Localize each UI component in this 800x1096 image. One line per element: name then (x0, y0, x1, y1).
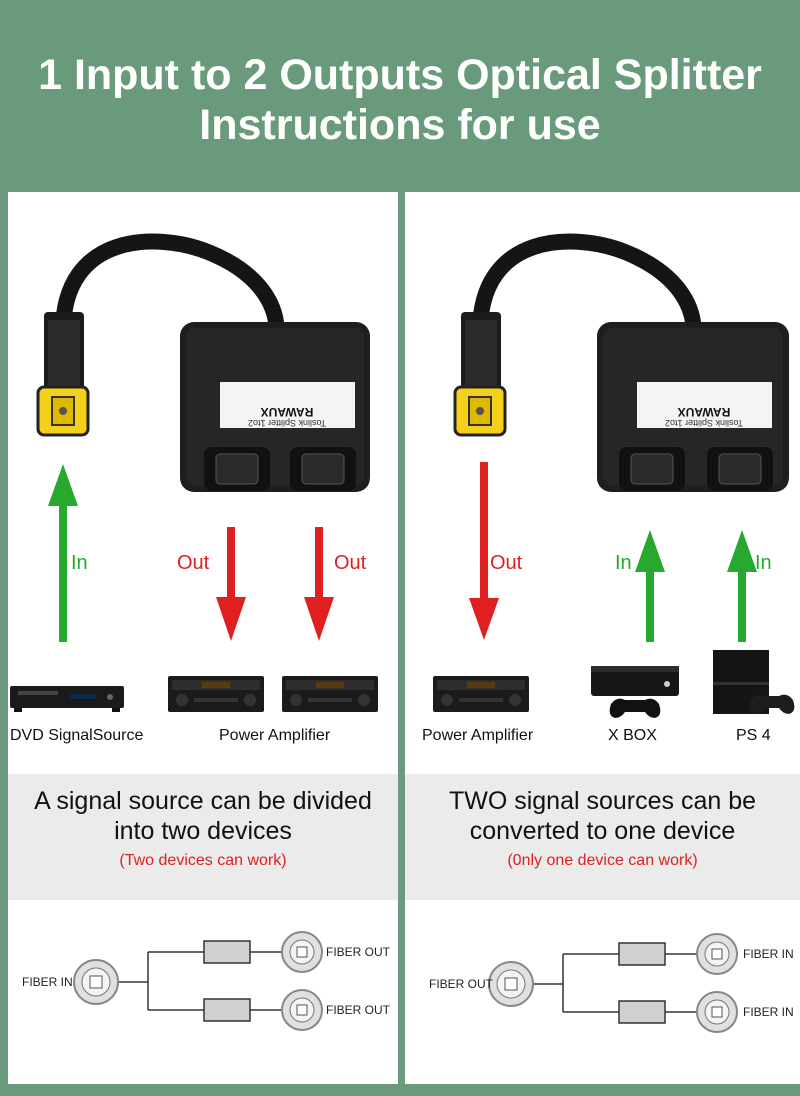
device-label-amplifier: Power Amplifier (422, 727, 534, 744)
description-band: A signal source can be divided into two … (8, 774, 398, 900)
description-line-2: into two devices (114, 817, 292, 845)
page-title: 1 Input to 2 Outputs Optical Splitter In… (0, 50, 800, 150)
arrow-label-out-1: Out (177, 552, 210, 574)
description-band: TWO signal sources can be converted to o… (405, 774, 800, 900)
bottom-strip (0, 1084, 800, 1096)
wiring-diagram (73, 931, 323, 1031)
diagram-label-main: FIBER IN (22, 975, 73, 989)
header-banner: 1 Input to 2 Outputs Optical Splitter In… (0, 0, 800, 188)
product-model-text: Toslink Splitter 1to2 (248, 418, 326, 428)
arrow-label-out-2: Out (334, 552, 367, 574)
diagram-label-main: FIBER OUT (429, 977, 494, 991)
description-note: (Two devices can work) (119, 852, 287, 869)
fiber-port-icon (696, 933, 738, 975)
product-model-text: Toslink Splitter 1to2 (665, 418, 743, 428)
description-note: (0nly one device can work) (507, 852, 698, 869)
description-line-1: A signal source can be divided (34, 787, 372, 815)
arrow-label-out: Out (490, 552, 523, 574)
arrow-in-icon (635, 530, 665, 642)
panel-combiner-mode: Toslink Splitter 1to2 RAWAUX Out In In (405, 192, 800, 1084)
arrow-in-icon (48, 464, 78, 642)
description-line-1: TWO signal sources can be (448, 787, 757, 815)
ps4-console-icon (713, 650, 795, 714)
xbox-console-icon (591, 666, 679, 718)
title-line-1: 1 Input to 2 Outputs Optical Splitter (38, 51, 762, 99)
arrow-label-in-1: In (615, 552, 632, 574)
device-label-amplifier: Power Amplifier (219, 727, 331, 744)
amplifier-icon (282, 676, 378, 712)
arrow-out-icon (216, 527, 246, 641)
arrow-out-icon (469, 462, 499, 640)
arrow-out-icon (304, 527, 334, 641)
diagram-label-bottom: FIBER IN (743, 1005, 794, 1019)
amplifier-icon (433, 676, 529, 712)
dvd-player-icon (10, 686, 124, 712)
wiring-diagram (488, 933, 738, 1033)
device-label-ps4: PS 4 (736, 727, 771, 744)
splitter-product-image: Toslink Splitter 1to2 RAWAUX (453, 233, 789, 492)
diagram-label-top: FIBER OUT (326, 945, 391, 959)
product-brand-text: RAWAUX (261, 405, 314, 419)
device-label-dvd: DVD SignalSource (10, 727, 144, 744)
device-label-xbox: X BOX (608, 727, 657, 744)
title-line-2: Instructions for use (199, 101, 601, 149)
diagram-label-top: FIBER IN (743, 947, 794, 961)
panel-splitter-mode: Toslink Splitter 1to2 RAWAUX In Out Out (8, 192, 398, 1084)
diagram-label-bottom: FIBER OUT (326, 1003, 391, 1017)
amplifier-icon (168, 676, 264, 712)
product-brand-text: RAWAUX (678, 405, 731, 419)
splitter-product-image: Toslink Splitter 1to2 RAWAUX (36, 233, 370, 492)
fiber-port-icon (73, 959, 119, 1005)
fiber-port-icon (696, 991, 738, 1033)
fiber-port-icon (281, 931, 323, 973)
arrow-label-in-2: In (755, 552, 772, 574)
description-line-2: converted to one device (469, 817, 736, 845)
arrow-label-in: In (71, 552, 88, 574)
fiber-port-icon (281, 989, 323, 1031)
arrow-in-icon (727, 530, 757, 642)
fiber-port-icon (488, 961, 534, 1007)
